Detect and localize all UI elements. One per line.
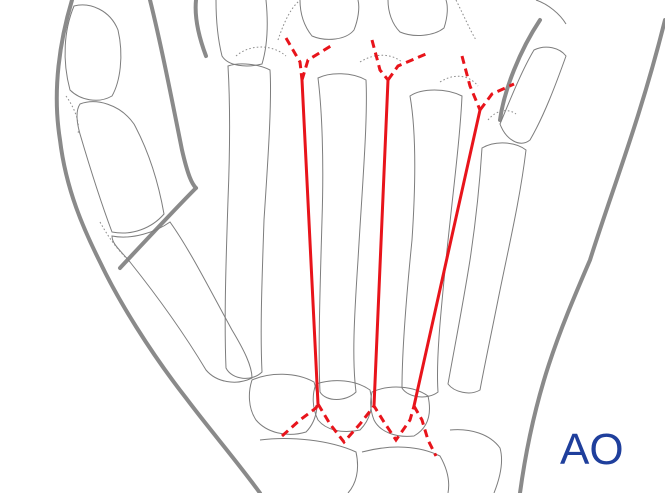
incision-ring [412, 108, 482, 408]
incision-dash-distal-1 [284, 37, 335, 81]
ao-logo: AO [560, 428, 624, 468]
carpal-bones [248, 373, 503, 493]
skin-outline [54, 0, 665, 493]
ao-logo-text: AO [560, 428, 624, 468]
incision-dash-proximal [281, 403, 438, 457]
incision-lines [281, 37, 515, 457]
finger-bones [215, 0, 567, 400]
incision-dash-distal-3 [460, 55, 515, 111]
incision-index [300, 78, 320, 406]
incision-middle [372, 78, 390, 408]
thumb-bones [64, 4, 253, 383]
incision-dash-distal-2 [370, 39, 427, 81]
